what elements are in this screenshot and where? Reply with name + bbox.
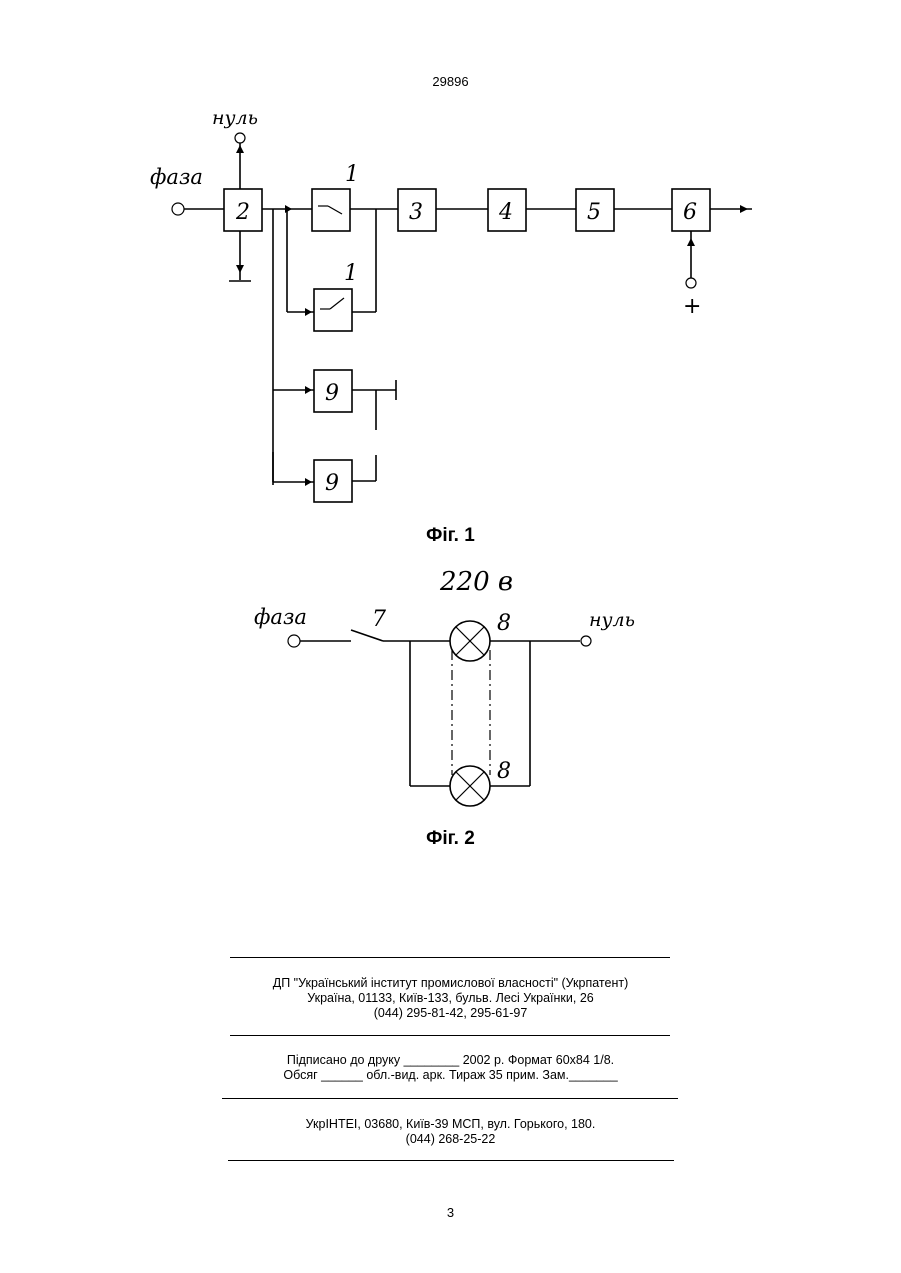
figure-2-caption: Фіг. 2 bbox=[0, 828, 901, 850]
block-1-lower bbox=[314, 289, 352, 331]
footer-block-1: ДП "Український інститут промислової вла… bbox=[0, 976, 901, 1021]
fig2-label-switch: 7 bbox=[372, 607, 386, 632]
figure-1-diagram: нуль фаза 2 1 1 3 4 5 6 + 9 bbox=[0, 0, 901, 520]
footer-printer-phone: (044) 268-25-22 bbox=[0, 1132, 901, 1147]
footer-divider bbox=[222, 1098, 678, 1099]
footer-phones: (044) 295-81-42, 295-61-97 bbox=[0, 1006, 901, 1021]
figure-1-caption: Фіг. 1 bbox=[0, 525, 901, 547]
footer-publisher: ДП "Український інститут промислової вла… bbox=[0, 976, 901, 991]
footer-divider bbox=[230, 957, 670, 958]
fig2-faza-terminal bbox=[288, 635, 300, 647]
block-1-top-label: 1 bbox=[345, 162, 359, 187]
block-1-lower-label: 1 bbox=[344, 261, 358, 286]
fig2-nul-terminal bbox=[581, 636, 591, 646]
footer-print-info: Підписано до друку ________ 2002 р. Форм… bbox=[0, 1053, 901, 1068]
fig2-label-lamp-bottom: 8 bbox=[497, 759, 511, 784]
fig1-nul-terminal bbox=[235, 133, 245, 143]
page-number-bottom: 3 bbox=[0, 1205, 901, 1220]
fig1-input-terminal bbox=[172, 203, 184, 215]
footer-divider bbox=[230, 1035, 670, 1036]
block-1-top bbox=[312, 189, 350, 231]
fig2-label-voltage: 220 в bbox=[439, 567, 513, 597]
block-2-label: 2 bbox=[235, 200, 250, 225]
block-3-label: 3 bbox=[409, 200, 423, 225]
block-4-label: 4 bbox=[498, 200, 513, 225]
fig2-label-lamp-top: 8 bbox=[497, 611, 511, 636]
fig1-plus-terminal bbox=[686, 278, 696, 288]
figure-2-diagram: 220 в фаза нуль 7 8 8 bbox=[0, 560, 901, 820]
footer-volume-info: Обсяг ______ обл.-вид. арк. Тираж 35 при… bbox=[0, 1068, 901, 1083]
fig1-label-nul: нуль bbox=[212, 107, 258, 129]
fig2-label-nul: нуль bbox=[589, 609, 635, 631]
block-5-label: 5 bbox=[587, 200, 601, 225]
block-9-upper-label: 9 bbox=[325, 381, 339, 406]
footer-block-2: Підписано до друку ________ 2002 р. Форм… bbox=[0, 1053, 901, 1083]
fig1-label-faza: фаза bbox=[150, 165, 203, 189]
footer-printer: УкрІНТЕІ, 03680, Київ-39 МСП, вул. Горьк… bbox=[0, 1117, 901, 1132]
footer-address: Україна, 01133, Київ-133, бульв. Лесі Ук… bbox=[0, 991, 901, 1006]
block-6-label: 6 bbox=[683, 200, 697, 225]
footer-divider bbox=[228, 1160, 674, 1161]
fig1-label-plus: + bbox=[683, 294, 701, 319]
block-9-lower-label: 9 bbox=[325, 471, 339, 496]
footer-block-3: УкрІНТЕІ, 03680, Київ-39 МСП, вул. Горьк… bbox=[0, 1117, 901, 1147]
fig2-label-faza: фаза bbox=[254, 605, 307, 629]
